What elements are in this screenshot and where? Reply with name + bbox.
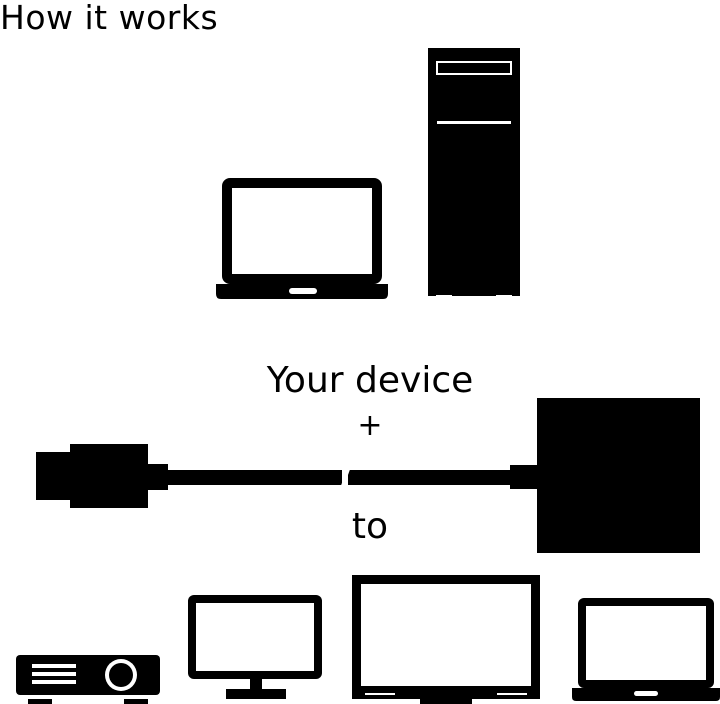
laptop-icon [216, 178, 388, 299]
hdmi-plug-icon [36, 444, 168, 508]
device-label: Your device [266, 360, 474, 401]
to-label: to [351, 506, 389, 547]
monitor-icon [188, 595, 322, 699]
page-title: How it works [0, 0, 219, 37]
projector-icon [16, 655, 160, 704]
desktop-tower-icon [428, 48, 520, 298]
plus-label: + [357, 408, 383, 443]
television-icon [352, 575, 540, 704]
cable-icon [160, 464, 540, 491]
laptop-icon [572, 598, 720, 701]
adapter-box-icon [537, 398, 700, 553]
